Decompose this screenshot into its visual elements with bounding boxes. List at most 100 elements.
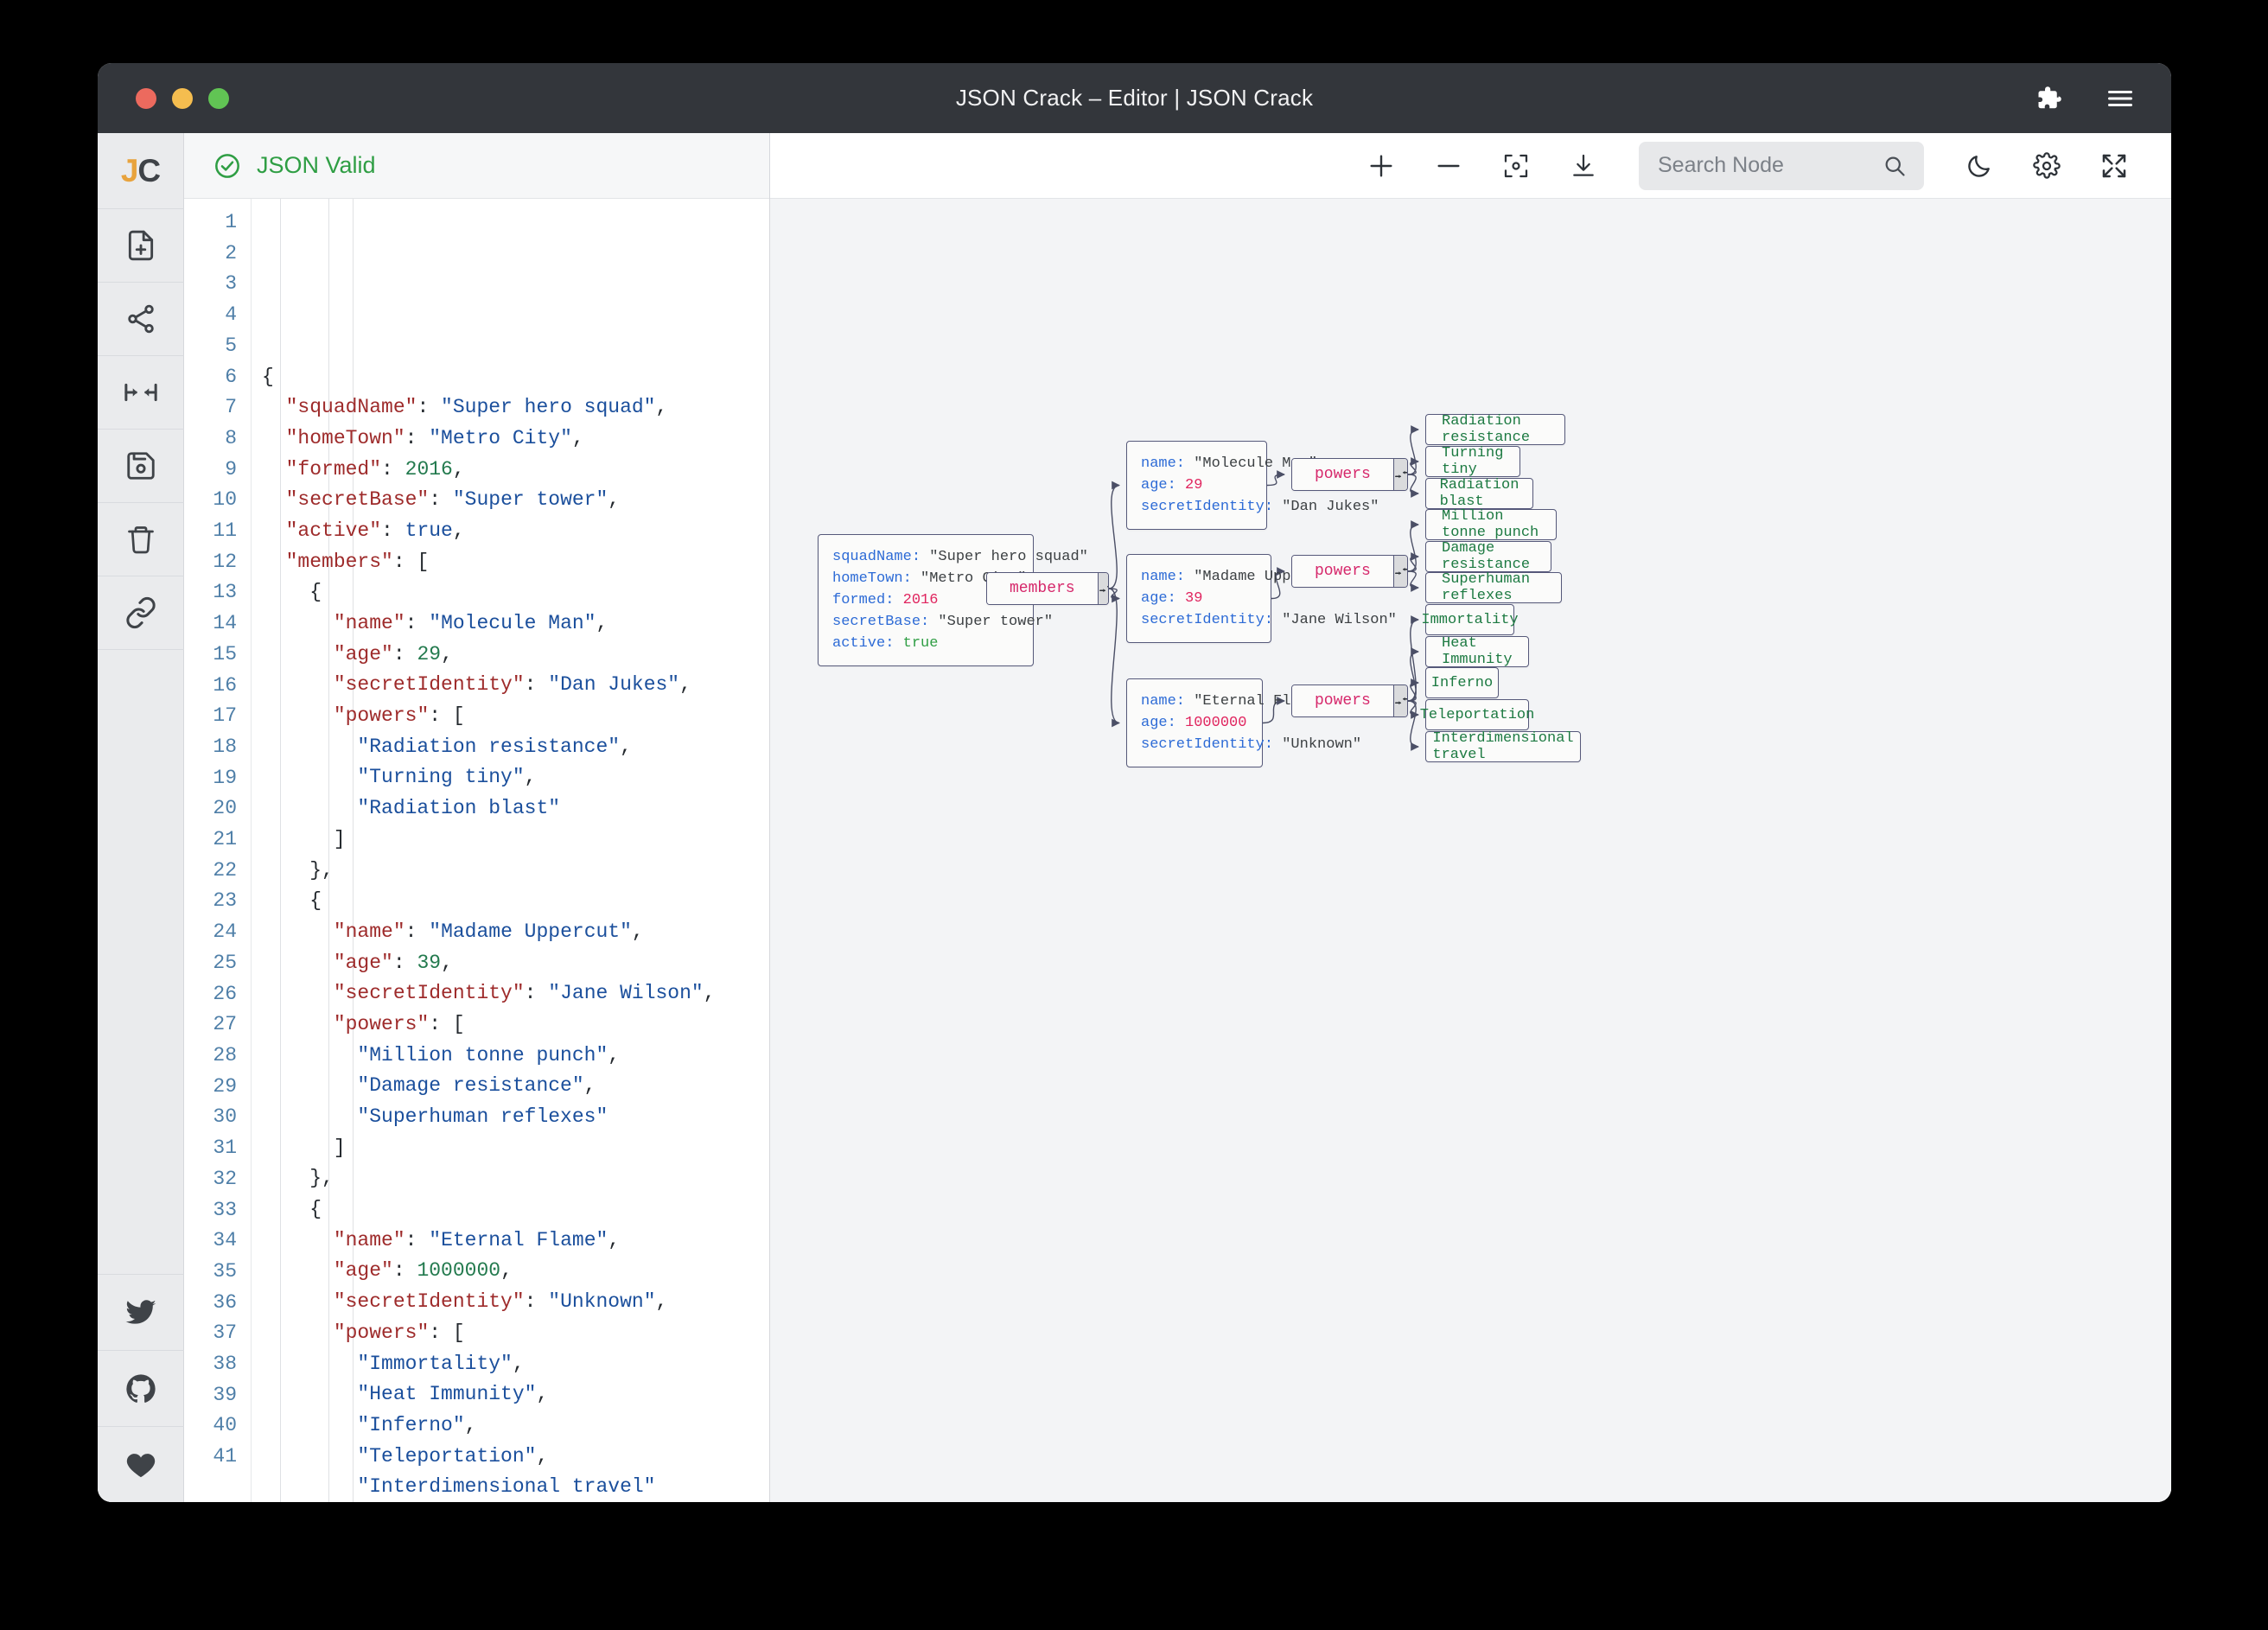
power-leaf-2-2[interactable]: Inferno	[1425, 667, 1499, 698]
code-token: "Inferno"	[357, 1413, 465, 1436]
moon-icon[interactable]	[1962, 149, 1997, 183]
link-icon[interactable]	[98, 576, 184, 650]
code-line: ]	[262, 1133, 769, 1164]
code-token	[262, 673, 334, 696]
code-token: {	[262, 581, 322, 604]
center-view-icon[interactable]	[1499, 149, 1533, 183]
leaf-value: Heat Immunity	[1442, 635, 1513, 668]
github-icon[interactable]	[98, 1350, 184, 1426]
members-node[interactable]: members	[986, 572, 1109, 605]
gear-icon[interactable]	[2029, 149, 2064, 183]
code-token: :	[429, 488, 453, 512]
power-leaf-0-2[interactable]: Radiation blast	[1425, 477, 1533, 510]
collapse-node-button[interactable]	[1097, 573, 1108, 604]
code-token: "Teleportation"	[357, 1444, 537, 1468]
minimize-button[interactable]	[172, 87, 193, 109]
app-body: JC	[98, 133, 2171, 1502]
line-number: 30	[213, 1105, 237, 1129]
search-icon[interactable]	[1883, 154, 1907, 178]
line-number: 40	[213, 1414, 237, 1437]
maximize-button[interactable]	[208, 87, 229, 109]
collapse-node-button[interactable]	[1392, 685, 1407, 716]
hamburger-menu-icon[interactable]	[2106, 84, 2135, 113]
power-leaf-1-0[interactable]: Million tonne punch	[1425, 508, 1557, 541]
line-number: 34	[213, 1229, 237, 1252]
node-key: age:	[1141, 590, 1186, 607]
code-token	[262, 952, 334, 974]
node-value: 39	[1185, 590, 1203, 607]
collapse-node-button[interactable]	[1392, 459, 1407, 490]
window-title: JSON Crack – Editor | JSON Crack	[955, 85, 1314, 111]
code-token: ,	[608, 1043, 621, 1067]
traffic-lights	[136, 87, 229, 109]
left-toolbar: JC	[98, 133, 184, 1502]
node-key: secretIdentity:	[1141, 736, 1283, 753]
power-leaf-0-1[interactable]: Turning tiny	[1425, 445, 1520, 478]
code-line: "age": 1000000,	[262, 1256, 769, 1287]
collapse-expand-icon[interactable]	[98, 356, 184, 430]
code-token	[262, 1074, 357, 1097]
code-line: "secretIdentity": "Unknown",	[262, 1287, 769, 1318]
graph-canvas[interactable]: squadName: "Super hero squad"homeTown: "…	[770, 199, 2171, 1502]
delete-icon[interactable]	[98, 503, 184, 576]
node-row: formed: 2016	[832, 589, 1019, 611]
twitter-icon[interactable]	[98, 1274, 184, 1350]
download-icon[interactable]	[1566, 149, 1601, 183]
code-token: "age"	[333, 1259, 393, 1283]
code-token	[262, 1044, 357, 1067]
power-leaf-1-2[interactable]: Superhuman reflexes	[1425, 571, 1562, 604]
save-icon[interactable]	[98, 430, 184, 503]
code-token: ,	[536, 1444, 549, 1468]
code-token: ,	[536, 1383, 549, 1406]
share-graph-icon[interactable]	[98, 283, 184, 356]
powers-node-0[interactable]: powers	[1291, 458, 1408, 491]
app-logo[interactable]: JC	[98, 133, 184, 209]
editor-scrollbar[interactable]	[759, 199, 768, 1502]
node-value: "Super hero squad"	[929, 549, 1088, 565]
close-button[interactable]	[136, 87, 156, 109]
fullscreen-icon[interactable]	[2097, 149, 2131, 183]
code-line: "Radiation resistance",	[262, 732, 769, 763]
power-leaf-2-4[interactable]: Interdimensional travel	[1425, 730, 1581, 763]
code-line: "name": "Eternal Flame",	[262, 1226, 769, 1257]
zoom-out-icon[interactable]	[1431, 149, 1466, 183]
code-token: "Interdimensional travel"	[357, 1475, 656, 1499]
leaf-value: Teleportation	[1419, 706, 1535, 723]
code-line: "Heat Immunity",	[262, 1379, 769, 1410]
line-number: 16	[213, 673, 237, 697]
power-leaf-2-0[interactable]: Immortality	[1421, 604, 1519, 635]
code-token	[262, 427, 286, 449]
code-token: },	[262, 1167, 334, 1190]
collapse-node-button[interactable]	[1392, 556, 1407, 587]
powers-node-2[interactable]: powers	[1291, 684, 1408, 717]
new-document-icon[interactable]	[98, 209, 184, 283]
power-leaf-2-3[interactable]: Teleportation	[1420, 699, 1534, 730]
node-label: powers	[1292, 556, 1393, 587]
code-token: {	[262, 889, 322, 913]
search-node-box[interactable]	[1639, 141, 1924, 190]
code-token: :	[417, 396, 442, 419]
code-line: "powers": [	[262, 701, 769, 732]
power-leaf-2-1[interactable]: Heat Immunity	[1425, 635, 1529, 668]
search-input[interactable]	[1658, 153, 1865, 178]
node-row: squadName: "Super hero squad"	[832, 546, 1088, 568]
power-leaf-1-1[interactable]: Damage resistance	[1425, 540, 1551, 573]
node-value: true	[902, 635, 939, 652]
line-number: 22	[213, 858, 237, 882]
code-token: 2016	[405, 457, 453, 481]
code-token: ]	[262, 1136, 346, 1159]
code-line: "Teleportation",	[262, 1442, 769, 1473]
code-content[interactable]: { "squadName": "Super hero squad", "home…	[252, 199, 769, 1502]
puzzle-icon[interactable]	[2035, 84, 2064, 113]
code-line: "secretIdentity": "Dan Jukes",	[262, 670, 769, 701]
zoom-in-icon[interactable]	[1364, 149, 1398, 183]
graph-edges	[972, 425, 1419, 751]
powers-node-1[interactable]: powers	[1291, 555, 1408, 588]
power-leaf-0-0[interactable]: Radiation resistance	[1425, 413, 1565, 446]
code-token: ,	[583, 1074, 596, 1098]
heart-icon[interactable]	[98, 1426, 184, 1502]
